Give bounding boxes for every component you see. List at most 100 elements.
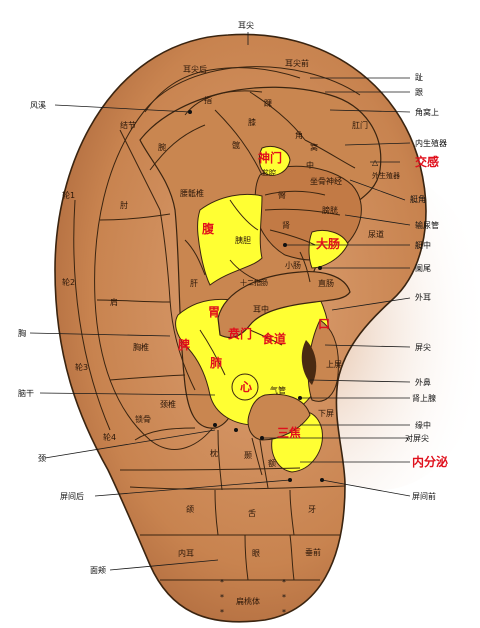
label-jiao-wo-shang: 角窝上 — [415, 107, 439, 117]
label-fu: 腹 — [202, 221, 215, 236]
label-ting-jiao: 艇角 — [410, 194, 426, 204]
label-wai-sheng-zhi-qi-inner: 外生殖器 — [372, 171, 400, 180]
label-shi-dao: 食道 — [261, 331, 286, 346]
label-ping-jian-qian: 屏间前 — [412, 491, 436, 501]
label-nei-fen-mi: 内分泌 — [412, 454, 448, 469]
label-gan: 肝 — [190, 279, 198, 288]
tonsil-markers: * * * * * * — [220, 578, 286, 617]
label-qi-guan: 气管 — [270, 385, 286, 395]
crus-of-helix — [217, 270, 351, 339]
triangle-marker: △ — [372, 158, 379, 167]
zone-lines — [96, 67, 356, 581]
star-marker: * — [282, 578, 286, 587]
label-nao-gan: 脑干 — [18, 388, 34, 398]
marker-dot — [283, 243, 287, 247]
label-fei: 肺 — [210, 355, 222, 370]
label-jing-zhui: 颈椎 — [160, 399, 176, 409]
label-lan-wei: 阑尾 — [415, 263, 431, 273]
label-zhi-toe: 趾 — [415, 73, 423, 82]
helix-inner-rim — [94, 66, 361, 450]
label-jie-jie: 结节 — [120, 120, 136, 130]
star-marker: * — [220, 608, 224, 617]
label-zhen: 枕 — [210, 448, 218, 458]
label-lun-1: 轮1 — [62, 190, 75, 200]
label-zhi-chang: 直肠 — [318, 278, 334, 288]
zone-shenmen — [258, 146, 291, 176]
label-shen-men: 神门 — [258, 150, 282, 165]
label-he: 颌 — [186, 504, 194, 514]
label-e: 额 — [268, 458, 276, 468]
marker-dot — [188, 110, 192, 114]
label-xi: 膝 — [248, 117, 256, 127]
label-ben-men: 贲门 — [228, 326, 252, 341]
marker-dot — [234, 428, 238, 432]
marker-dot — [288, 478, 292, 482]
label-gen: 跟 — [415, 88, 423, 97]
label-zhi-finger: 指 — [204, 95, 212, 105]
label-gang-men: 肛门 — [352, 120, 368, 130]
label-er-jian-hou: 耳尖后 — [183, 64, 207, 74]
label-jing: 颈 — [38, 454, 46, 463]
helix-rim-line-2 — [73, 199, 111, 431]
label-feng-xi: 风溪 — [30, 100, 46, 110]
label-ping-jian: 屏尖 — [415, 342, 431, 352]
label-xin: 心 — [240, 380, 252, 394]
label-xia-ping: 下屏 — [318, 409, 334, 418]
label-yi-dan: 胰胆 — [235, 235, 251, 245]
label-yan: 眼 — [252, 549, 260, 558]
marker-dot — [298, 396, 302, 400]
label-ya: 牙 — [308, 505, 316, 514]
label-lun-4: 轮4 — [103, 432, 116, 442]
label-xiong: 胸 — [18, 328, 26, 338]
label-zuo-gu-shen-jing: 坐骨神经 — [310, 176, 342, 186]
label-wai-er: 外耳 — [415, 292, 431, 302]
label-she: 舌 — [248, 508, 256, 518]
label-er-jian: 耳尖 — [238, 20, 254, 30]
label-pi: 脾 — [178, 337, 190, 352]
label-nei-er: 内耳 — [178, 548, 194, 558]
label-niao-dao: 尿道 — [368, 229, 384, 239]
label-wan: 腕 — [158, 142, 166, 152]
label-nei-sheng-zhi-qi: 内生殖器 — [415, 138, 447, 148]
label-jiao-gan: 交感 — [415, 154, 439, 169]
tragus-shadow — [301, 340, 317, 385]
marker-dot — [320, 478, 324, 482]
label-bian-tao-ti: 扁桃体 — [236, 596, 260, 606]
label-kou: 口 — [318, 317, 330, 331]
star-marker: * — [282, 608, 286, 617]
label-san-jiao: 三焦 — [277, 425, 301, 440]
marker-dot — [260, 436, 264, 440]
star-marker: * — [282, 593, 286, 602]
label-mian-jia: 面颊 — [90, 565, 106, 575]
label-suo-gu: 锁骨 — [135, 414, 151, 424]
inner-labels: 耳尖后 耳尖前 指 踝 膝 肛门 结节 角 腕 髋 窝 神门 中 盆腔 坐骨神经… — [62, 58, 400, 606]
label-huai: 踝 — [264, 99, 272, 108]
label-zhou: 肘 — [120, 201, 128, 210]
label-dui-ping-jian: 对屏尖 — [405, 433, 429, 443]
leader-lines — [29, 32, 411, 571]
label-wei: 胃 — [208, 305, 220, 319]
label-xiong-zhui: 胸椎 — [133, 342, 149, 352]
label-lun-3: 轮3 — [75, 362, 88, 372]
star-marker: * — [220, 578, 224, 587]
zone-abdomen — [197, 193, 263, 286]
label-zhong: 中 — [306, 160, 314, 170]
label-kuan: 髋 — [232, 140, 240, 150]
zone-large-intestine — [308, 230, 349, 269]
marker-dot — [318, 266, 322, 270]
label-pang-guang: 膀胱 — [322, 205, 338, 215]
label-pen-qiang: 盆腔 — [262, 168, 276, 177]
label-shu-niao-guan: 输尿管 — [415, 220, 439, 230]
heart-zone — [231, 373, 259, 401]
label-jian: 肩 — [110, 297, 118, 307]
label-ping-jian-hou: 屏间后 — [60, 491, 84, 501]
label-shi-er-zhi-chang: 十二指肠 — [240, 278, 268, 287]
label-jiao: 角 — [295, 130, 303, 140]
label-wo: 窝 — [310, 142, 318, 152]
point-dots — [188, 110, 324, 482]
star-marker: * — [220, 593, 224, 602]
label-shen: 肾 — [282, 221, 290, 230]
label-shang-ping: 上屏 — [326, 360, 342, 369]
label-xiao-chang: 小肠 — [285, 261, 301, 270]
